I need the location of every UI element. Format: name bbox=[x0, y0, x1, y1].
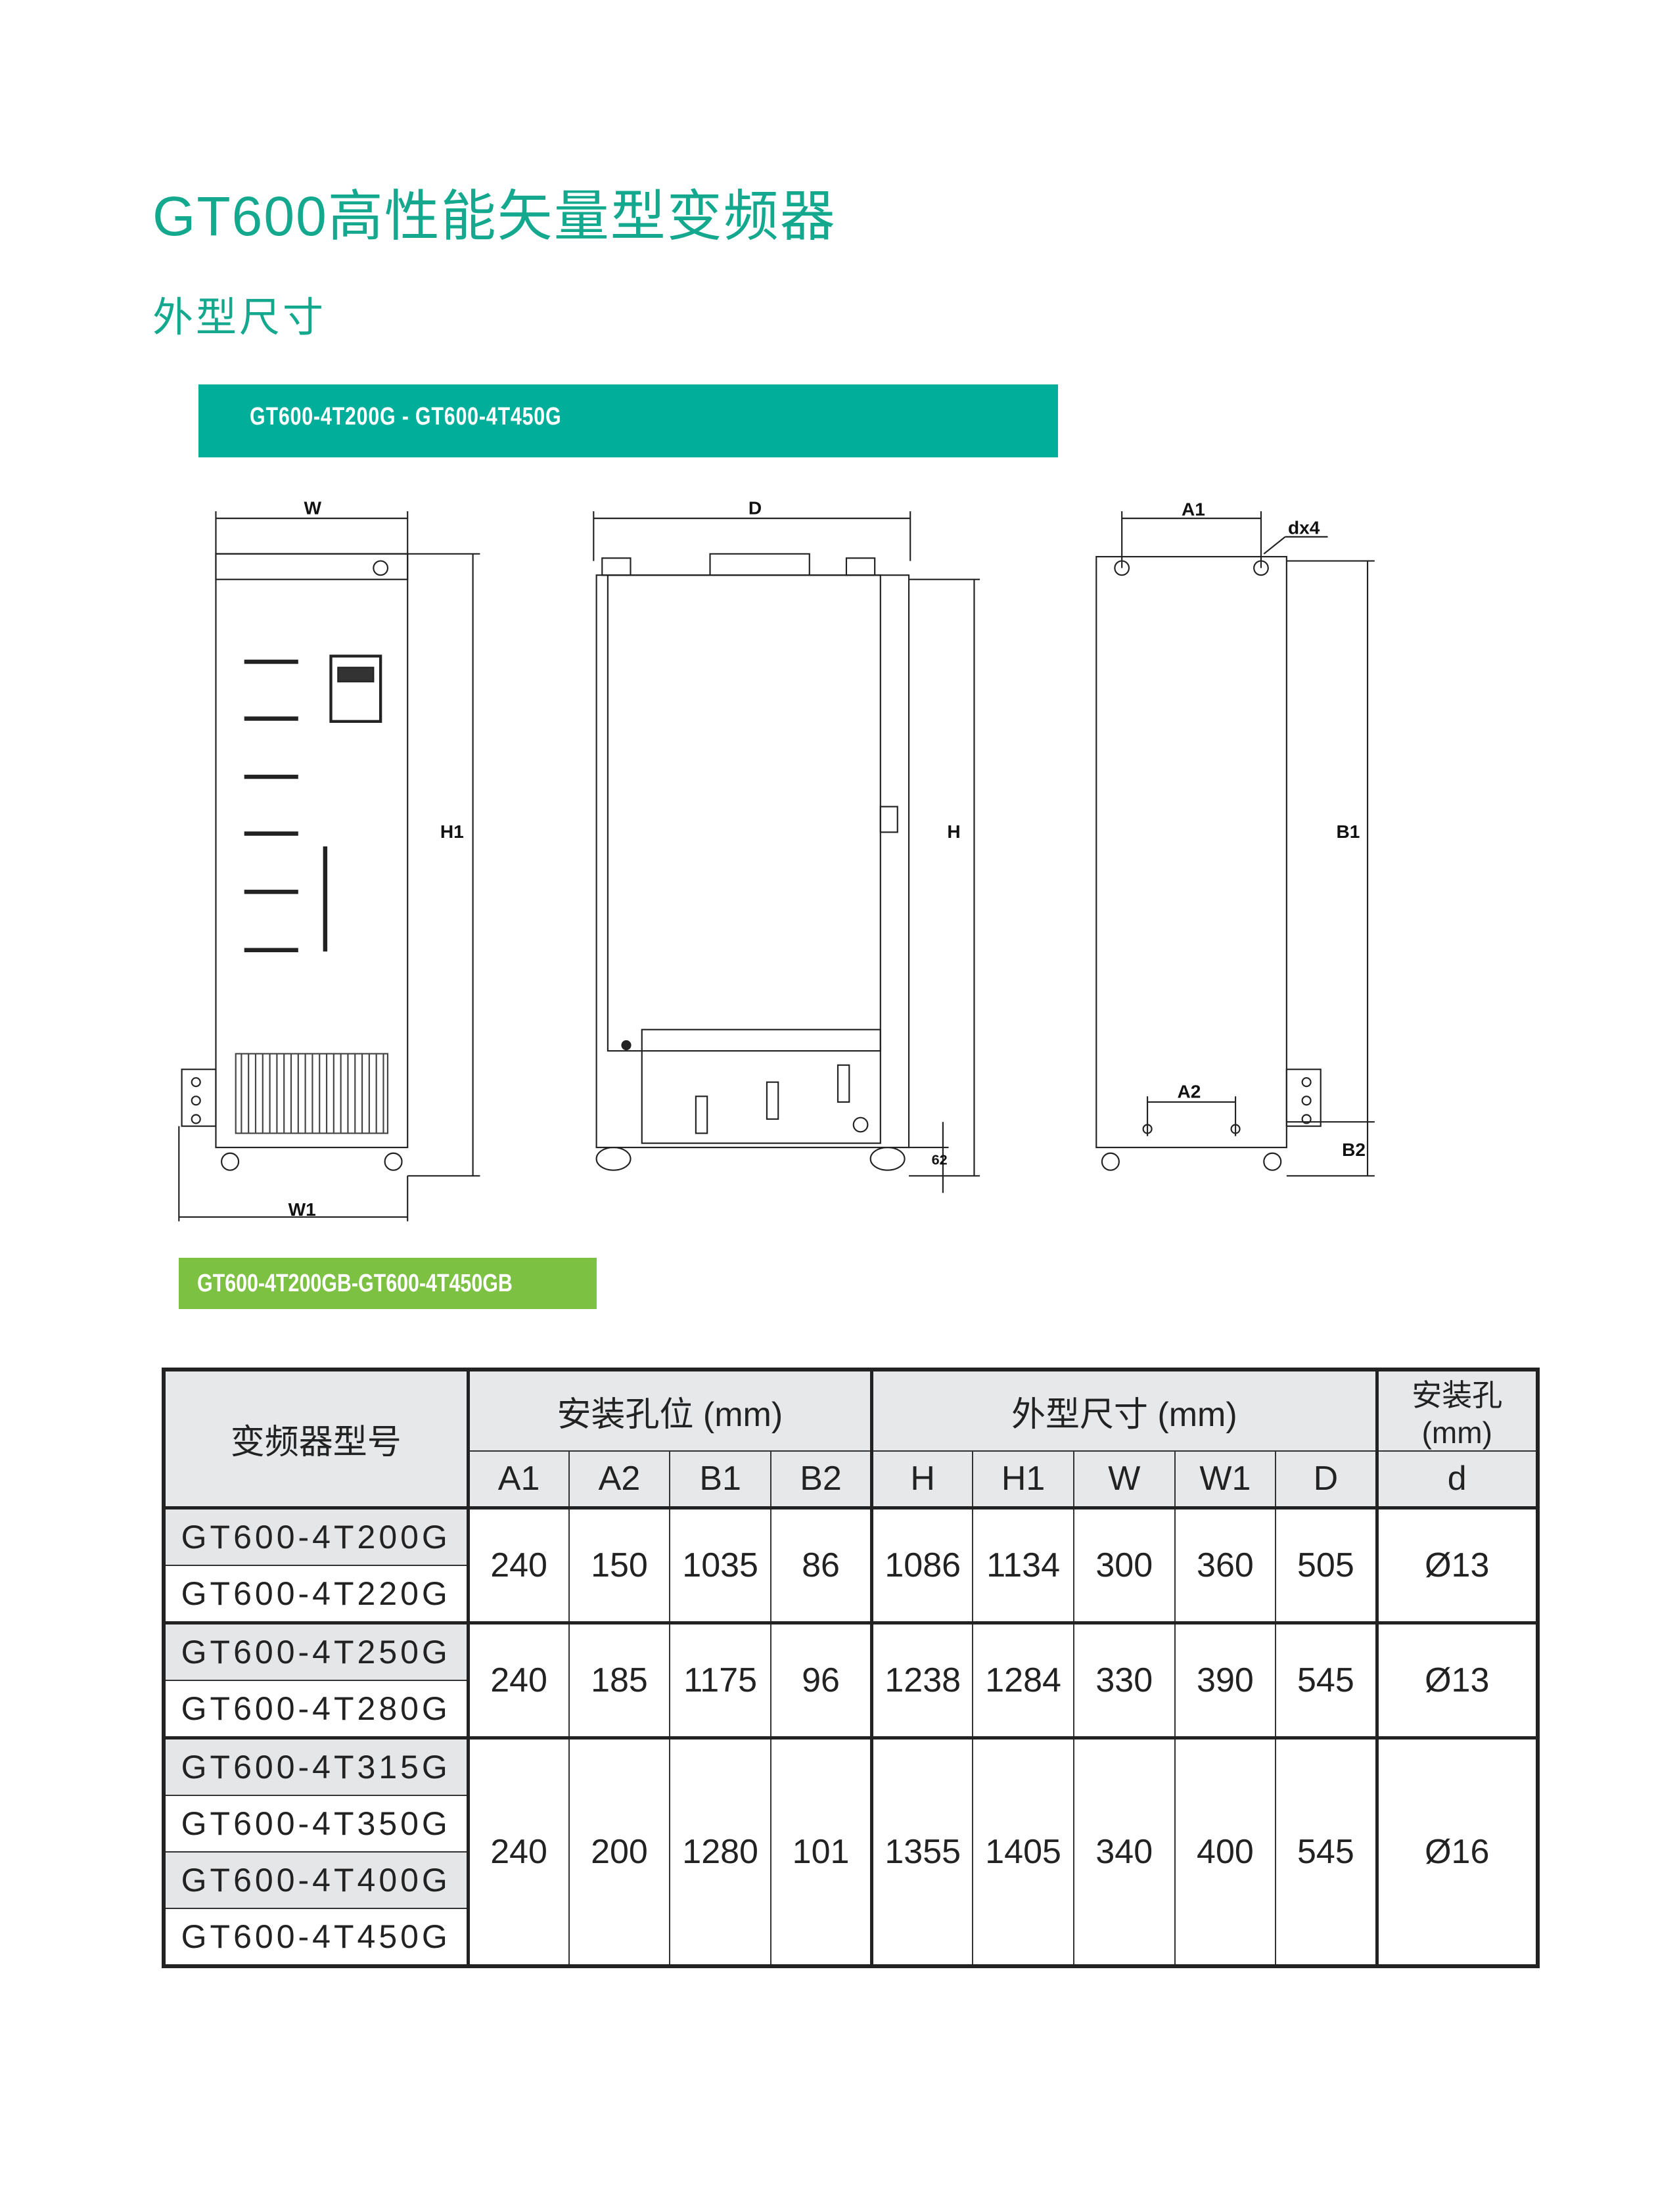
value-cell-a1: 240 bbox=[466, 1622, 570, 1740]
value-cell-d: 505 bbox=[1275, 1507, 1377, 1624]
dim-label-w1: W1 bbox=[288, 1199, 316, 1220]
table-row: GT600-4T220G bbox=[163, 1564, 1538, 1624]
model-cell: GT600-4T200G bbox=[163, 1507, 469, 1566]
dim-label-62: 62 bbox=[932, 1151, 948, 1168]
dim-label-b1: B1 bbox=[1337, 821, 1360, 842]
value-cell-w1: 400 bbox=[1174, 1737, 1277, 1967]
value-cell-d: 545 bbox=[1275, 1622, 1377, 1740]
group-mount-header: 安装孔位 (mm) bbox=[466, 1369, 873, 1452]
value-cell-a2: 185 bbox=[568, 1622, 671, 1740]
col-w: W bbox=[1072, 1450, 1176, 1509]
value-cell-b2: 101 bbox=[770, 1737, 873, 1967]
col-b2: B2 bbox=[770, 1450, 873, 1509]
side-view-drawing bbox=[593, 511, 980, 1193]
series-band-label: GT600-4T200G - GT600-4T450G bbox=[250, 403, 562, 430]
value-cell-a2: 150 bbox=[568, 1507, 671, 1624]
value-cell-d: 545 bbox=[1275, 1737, 1377, 1967]
series-band: GT600-4T200G - GT600-4T450G bbox=[198, 384, 1058, 457]
value-cell-a2: 200 bbox=[568, 1737, 671, 1967]
value-cell-w1: 390 bbox=[1174, 1622, 1277, 1740]
col-hole-d: d bbox=[1375, 1450, 1538, 1509]
col-w1: W1 bbox=[1174, 1450, 1277, 1509]
value-cell-b2: 96 bbox=[770, 1622, 873, 1740]
value-cell-h: 1355 bbox=[870, 1737, 974, 1967]
table-row: GT600-4T400G bbox=[163, 1851, 1538, 1909]
value-cell-b1: 1175 bbox=[669, 1622, 771, 1740]
col-a1: A1 bbox=[466, 1450, 570, 1509]
dim-label-d: D bbox=[748, 497, 762, 518]
dim-label-h: H bbox=[947, 821, 960, 842]
model-cell: GT600-4T220G bbox=[163, 1564, 469, 1624]
group-outline-header: 外型尺寸 (mm) bbox=[870, 1369, 1378, 1452]
value-cell-a1: 240 bbox=[466, 1507, 570, 1624]
dim-label-a2: A2 bbox=[1177, 1081, 1201, 1101]
model-cell: GT600-4T315G bbox=[163, 1737, 469, 1796]
group-hole-header: 安装孔 (mm) bbox=[1375, 1369, 1538, 1452]
model-cell: GT600-4T400G bbox=[163, 1851, 469, 1909]
col-b1: B1 bbox=[669, 1450, 771, 1509]
value-cell-b1: 1035 bbox=[669, 1507, 771, 1624]
page-title: GT600高性能矢量型变频器 bbox=[152, 185, 837, 247]
table-row: GT600-4T350G bbox=[163, 1794, 1538, 1853]
value-cell-d: Ø13 bbox=[1375, 1507, 1538, 1624]
model-header: 变频器型号 bbox=[163, 1369, 469, 1509]
dimension-drawings: W H1 W1 D H 62 A1 dx4 B1 A2 B2 bbox=[178, 497, 1375, 1222]
value-cell-h: 1238 bbox=[870, 1622, 974, 1740]
dim-label-b2: B2 bbox=[1342, 1140, 1366, 1160]
value-cell-d: Ø13 bbox=[1375, 1622, 1538, 1740]
back-view-drawing bbox=[1095, 511, 1375, 1177]
value-cell-w: 300 bbox=[1072, 1507, 1176, 1624]
model-cell: GT600-4T450G bbox=[163, 1907, 469, 1967]
series-band-b: GT600-4T200GB-GT600-4T450GB bbox=[179, 1258, 597, 1309]
col-a2: A2 bbox=[568, 1450, 671, 1509]
model-cell: GT600-4T350G bbox=[163, 1794, 469, 1853]
table-row: GT600-4T280G bbox=[163, 1679, 1538, 1740]
dim-label-w: W bbox=[304, 497, 321, 518]
value-cell-h1: 1134 bbox=[972, 1507, 1074, 1624]
series-band-b-label: GT600-4T200GB-GT600-4T450GB bbox=[197, 1270, 513, 1297]
col-h: H bbox=[870, 1450, 974, 1509]
section-title: 外型尺寸 bbox=[152, 295, 327, 340]
dim-label-a1: A1 bbox=[1182, 499, 1205, 519]
model-cell: GT600-4T250G bbox=[163, 1622, 469, 1681]
value-cell-h: 1086 bbox=[870, 1507, 974, 1624]
value-cell-w: 340 bbox=[1072, 1737, 1176, 1967]
front-view-drawing bbox=[178, 511, 480, 1222]
dim-label-dx4: dx4 bbox=[1288, 518, 1320, 538]
value-cell-a1: 240 bbox=[466, 1737, 570, 1967]
value-cell-d: Ø16 bbox=[1375, 1737, 1538, 1967]
value-cell-w1: 360 bbox=[1174, 1507, 1277, 1624]
value-cell-b2: 86 bbox=[770, 1507, 873, 1624]
value-cell-h1: 1284 bbox=[972, 1622, 1074, 1740]
table-row: GT600-4T450G bbox=[163, 1907, 1538, 1967]
col-h1: H1 bbox=[972, 1450, 1074, 1509]
value-cell-h1: 1405 bbox=[972, 1737, 1074, 1967]
value-cell-b1: 1280 bbox=[669, 1737, 771, 1967]
dim-label-h1: H1 bbox=[440, 821, 464, 842]
value-cell-w: 330 bbox=[1072, 1622, 1176, 1740]
dimension-table: 变频器型号 安装孔位 (mm) 外型尺寸 (mm) 安装孔 (mm) A1 A2… bbox=[162, 1368, 1540, 1968]
model-cell: GT600-4T280G bbox=[163, 1679, 469, 1740]
col-d: D bbox=[1275, 1450, 1377, 1509]
